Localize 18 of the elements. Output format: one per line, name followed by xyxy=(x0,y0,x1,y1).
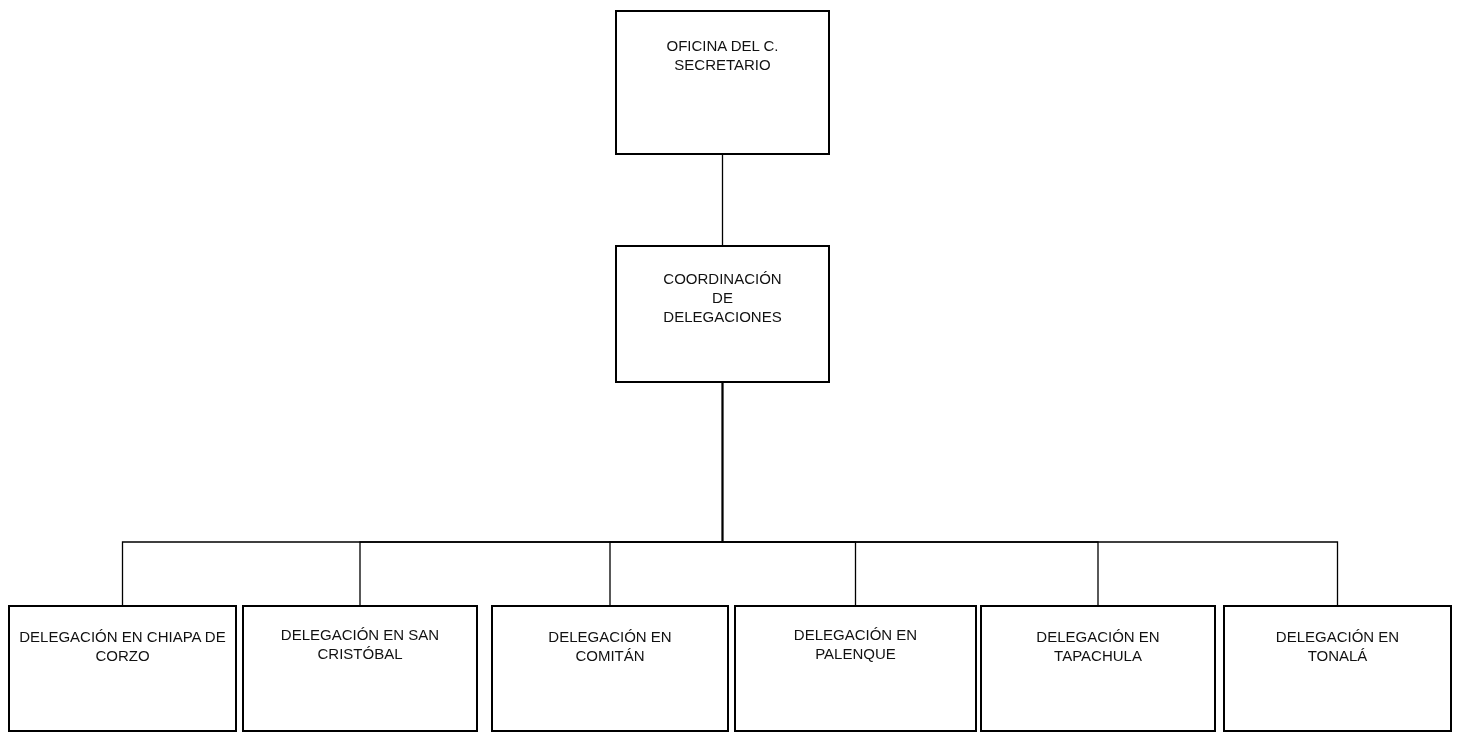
org-box xyxy=(8,605,237,732)
box-label: DELEGACIÓN EN SAN CRISTÓBAL xyxy=(279,625,441,663)
box-label: COORDINACIÓN DE DELEGACIONES xyxy=(662,269,783,326)
box-label: DELEGACIÓN EN CHIAPA DE CORZO xyxy=(18,627,227,665)
connector-line xyxy=(721,154,724,246)
box-label: DELEGACIÓN EN COMITÁN xyxy=(547,627,673,665)
box-label: DELEGACIÓN EN TAPACHULA xyxy=(1035,627,1161,665)
org-box xyxy=(615,245,830,383)
org-box xyxy=(491,605,729,732)
connector-line xyxy=(721,382,1339,606)
org-box xyxy=(734,605,977,732)
org-box xyxy=(242,605,478,732)
org-box xyxy=(1223,605,1452,732)
box-label: DELEGACIÓN EN TONALÁ xyxy=(1275,627,1400,665)
org-box xyxy=(615,10,830,155)
box-label: DELEGACIÓN EN PALENQUE xyxy=(792,625,919,663)
org-box xyxy=(980,605,1216,732)
box-label: OFICINA DEL C. SECRETARIO xyxy=(665,36,780,74)
